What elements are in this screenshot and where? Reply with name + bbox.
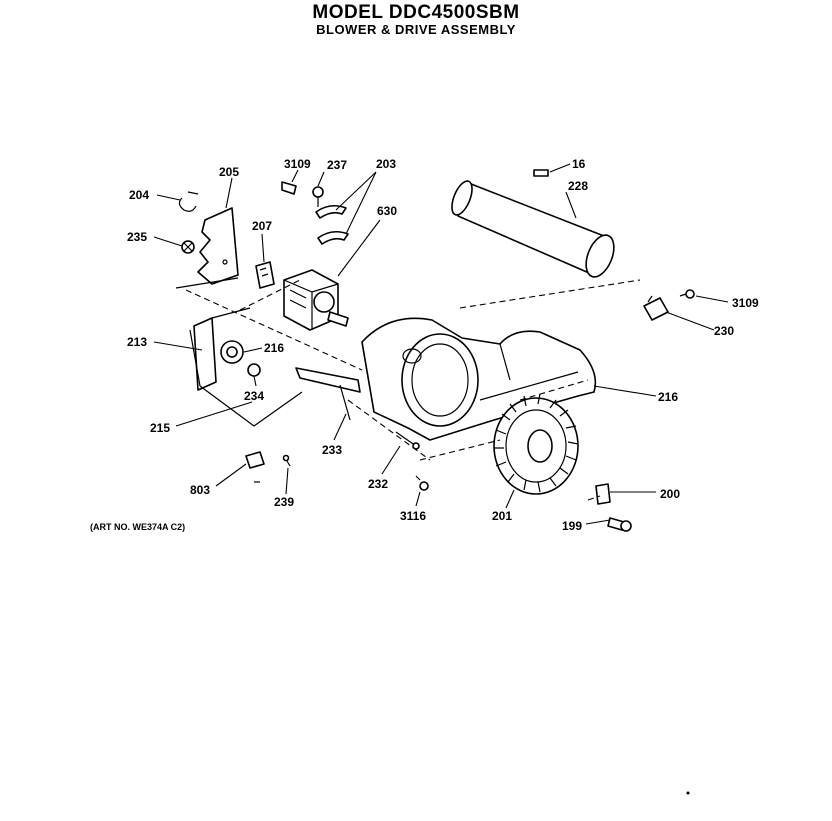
- clip-230-drawing: [643, 295, 669, 321]
- screw-199-drawing: [607, 517, 632, 532]
- callout-803: 803: [190, 483, 210, 497]
- blower-wheel-201-drawing: [493, 393, 579, 495]
- callout-228: 228: [568, 179, 588, 193]
- scan-speck: [686, 791, 690, 795]
- callout-230: 230: [714, 324, 734, 338]
- screw-239-drawing: [282, 454, 291, 467]
- callout-3109-right: 3109: [732, 296, 759, 310]
- callout-16: 16: [572, 157, 586, 171]
- callout-200: 200: [660, 487, 680, 501]
- assembly-subtitle: BLOWER & DRIVE ASSEMBLY: [316, 22, 516, 37]
- screw-16-drawing: [533, 169, 549, 177]
- screw-3109-right-drawing: [679, 289, 695, 299]
- callout-213: 213: [127, 335, 147, 349]
- callout-233: 233: [322, 443, 342, 457]
- callout-630: 630: [377, 204, 397, 218]
- motor-630-drawing: [283, 269, 349, 331]
- callout-215: 215: [150, 421, 170, 435]
- callout-237: 237: [327, 158, 347, 172]
- assembly-guide-lines: [185, 279, 641, 501]
- leader-lines: [153, 163, 729, 525]
- bracket-200-drawing: [595, 483, 611, 505]
- belt-215-drawing: [189, 329, 303, 427]
- callout-216-right: 216: [658, 390, 678, 404]
- callout-3109-top: 3109: [284, 157, 311, 171]
- callout-204: 204: [129, 188, 149, 202]
- bolt-232-drawing: [395, 431, 420, 450]
- clip-3109-top-drawing: [281, 181, 297, 195]
- idler-assembly-drawing: [193, 307, 261, 391]
- bracket-233-drawing: [295, 367, 361, 421]
- clip-204-drawing: [178, 191, 199, 212]
- clip-803-drawing: [245, 451, 265, 483]
- screw-237-drawing: [312, 186, 324, 207]
- callout-234: 234: [244, 389, 264, 403]
- model-title: MODEL DDC4500SBM: [312, 2, 520, 23]
- screw-235-drawing: [181, 240, 195, 254]
- switch-207-drawing: [255, 261, 275, 289]
- art-number: (ART NO. WE374A C2): [90, 522, 185, 532]
- callout-207: 207: [252, 219, 272, 233]
- callout-239: 239: [274, 495, 294, 509]
- bracket-205-drawing: [175, 207, 239, 289]
- callout-201: 201: [492, 509, 512, 523]
- strap-203-drawing: [315, 204, 349, 245]
- callout-232: 232: [368, 477, 388, 491]
- callout-235: 235: [127, 230, 147, 244]
- callout-205: 205: [219, 165, 239, 179]
- callout-3116: 3116: [400, 509, 426, 523]
- callout-199: 199: [562, 519, 582, 533]
- blower-housing-drawing: [361, 317, 597, 441]
- screw-3116-drawing: [415, 475, 429, 491]
- duct-228-drawing: [451, 180, 615, 278]
- callout-216-left: 216: [264, 341, 284, 355]
- callout-203: 203: [376, 157, 396, 171]
